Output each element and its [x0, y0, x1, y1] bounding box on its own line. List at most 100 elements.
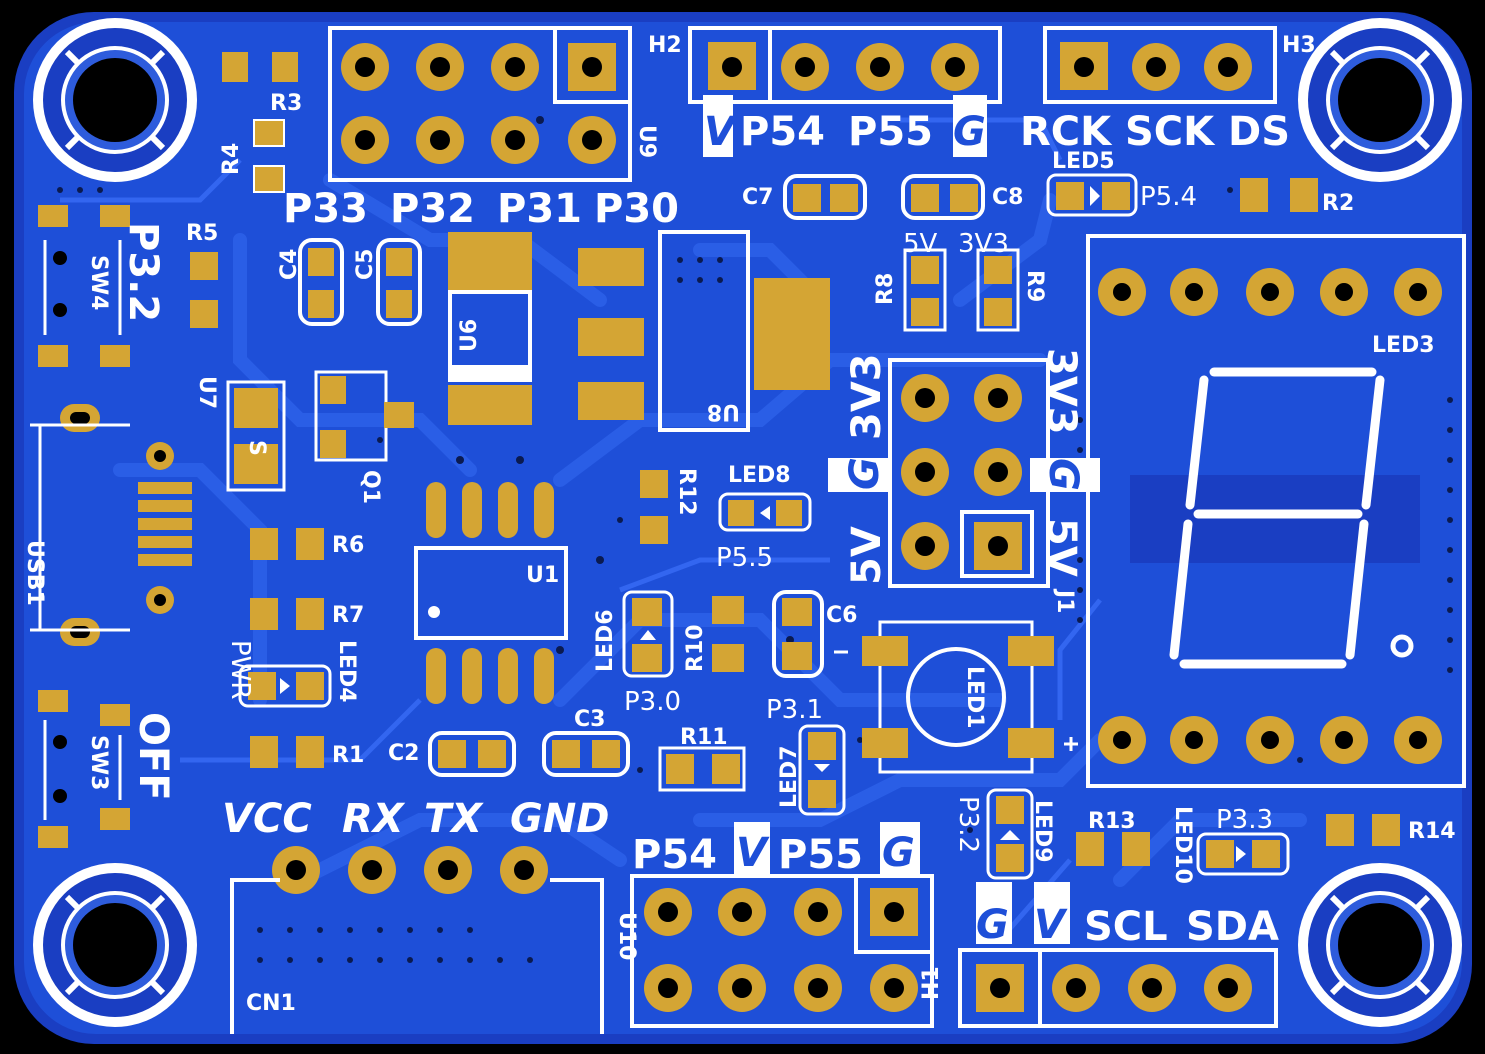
label-3v3-right: 3V3	[1038, 348, 1084, 435]
transistor-q1	[314, 370, 414, 462]
label-bg-v-top	[703, 95, 733, 157]
resistor-r6	[250, 528, 324, 560]
switch-sw4	[38, 205, 130, 367]
refdes-u9: U9	[634, 125, 659, 158]
label-v-i2c: V	[1034, 902, 1068, 948]
refdes-sw3: SW3	[86, 735, 111, 790]
label-p3-2-switch: P3.2	[120, 222, 166, 322]
resistor-r4	[253, 119, 285, 193]
label-v-top: V	[704, 109, 738, 155]
capacitor-c2	[428, 731, 516, 777]
label-gnd: GND	[510, 796, 610, 842]
refdes-led7: LED7	[777, 745, 802, 808]
refdes-r5: R5	[186, 221, 218, 246]
refdes-led9: LED9	[1030, 800, 1055, 863]
refdes-q1: Q1	[358, 470, 383, 504]
header-u10	[630, 874, 934, 1028]
refdes-r14: R14	[1408, 819, 1456, 844]
resistor-r13	[1076, 832, 1150, 866]
header-h3	[1043, 26, 1277, 104]
header-h1	[958, 948, 1278, 1028]
refdes-sw4: SW4	[86, 255, 111, 310]
refdes-c5: C5	[353, 249, 378, 280]
label-ds: DS	[1228, 109, 1290, 155]
refdes-led4: LED4	[334, 640, 359, 703]
refdes-r13: R13	[1088, 809, 1136, 834]
label-bg-g-left	[828, 458, 888, 492]
resistor-r7	[250, 598, 324, 630]
mounting-hole-bottom-left	[33, 863, 197, 1027]
label-bg-g-i2c	[976, 882, 1012, 944]
resistor-r9	[976, 248, 1020, 332]
refdes-u10: U10	[614, 912, 639, 960]
resistor-r2	[1240, 178, 1318, 212]
label-p55-top: P55	[848, 109, 933, 155]
refdes-u6: U6	[457, 319, 482, 352]
switch-sw3	[38, 690, 130, 848]
label-bg-v-i2c	[1034, 882, 1070, 944]
label-g-top: G	[953, 109, 986, 155]
label-p3-3: P3.3	[1216, 805, 1273, 835]
refdes-r4: R4	[219, 143, 244, 175]
refdes-u7: U7	[194, 376, 219, 409]
label-g-right: G	[1040, 458, 1086, 491]
label-scl: SCL	[1084, 904, 1168, 950]
refdes-u8: U8	[707, 399, 740, 424]
label-sda: SDA	[1186, 904, 1279, 950]
label-p5-4: P5.4	[1140, 182, 1197, 212]
usb-connector-usb1	[30, 404, 192, 646]
copper-pour	[24, 22, 1462, 1034]
vias	[57, 116, 1453, 963]
refdes-usb1: USB1	[22, 540, 47, 606]
refdes-r9: R9	[1022, 270, 1047, 302]
led-led8	[718, 492, 812, 532]
label-rx: RX	[342, 796, 406, 842]
label-p55-bot: P55	[778, 832, 863, 878]
connector-cn1	[230, 878, 604, 1034]
resistor-r8	[903, 248, 947, 332]
refdes-led10: LED10	[1170, 806, 1195, 884]
header-h2	[688, 26, 1002, 104]
label-5v-small: 5V	[903, 229, 938, 259]
led-led1	[834, 620, 1078, 774]
led-led10	[1196, 832, 1290, 876]
resistor-r12	[640, 470, 668, 544]
resistor-r5-pad-2	[190, 300, 218, 328]
label-5v-right: 5V	[1038, 518, 1084, 577]
refdes-h3: H3	[1282, 33, 1316, 58]
label-5v-left: 5V	[844, 526, 890, 585]
label-bg-g-right	[1030, 458, 1100, 492]
capacitor-c4	[298, 238, 344, 326]
led-led9	[986, 788, 1034, 880]
label-p31: P31	[497, 186, 582, 232]
refdes-c8: C8	[992, 185, 1023, 210]
refdes-led6: LED6	[593, 609, 618, 672]
label-sck: SCK	[1125, 109, 1216, 155]
resistor-r14	[1326, 814, 1400, 846]
resistor-r5-pad-1	[190, 252, 218, 280]
refdes-r2: R2	[1322, 191, 1354, 216]
label-p54-bot: P54	[632, 832, 717, 878]
led-led5	[1046, 173, 1138, 217]
refdes-led5: LED5	[1052, 149, 1115, 174]
mounting-hole-bottom-right	[1298, 863, 1462, 1027]
refdes-led3: LED3	[1372, 333, 1435, 358]
refdes-h2: H2	[648, 33, 682, 58]
label-3v3-left: 3V3	[844, 353, 890, 440]
refdes-r3: R3	[270, 91, 302, 116]
label-p3-1: P3.1	[766, 695, 823, 725]
led-led6	[622, 590, 674, 678]
refdes-led8: LED8	[728, 463, 791, 488]
uart-header	[272, 846, 548, 894]
led-led7	[798, 724, 846, 816]
refdes-r6: R6	[332, 533, 364, 558]
resistor-r10	[712, 596, 744, 672]
refdes-r10: R10	[683, 624, 708, 672]
refdes-r11: R11	[680, 725, 728, 750]
label-p3-0: P3.0	[624, 687, 681, 717]
capacitor-c7	[783, 174, 867, 220]
refdes-j1: J1	[1052, 588, 1077, 614]
label-g-left: G	[842, 457, 888, 490]
capacitor-c5	[376, 238, 422, 326]
refdes-led1: LED1	[962, 666, 987, 729]
